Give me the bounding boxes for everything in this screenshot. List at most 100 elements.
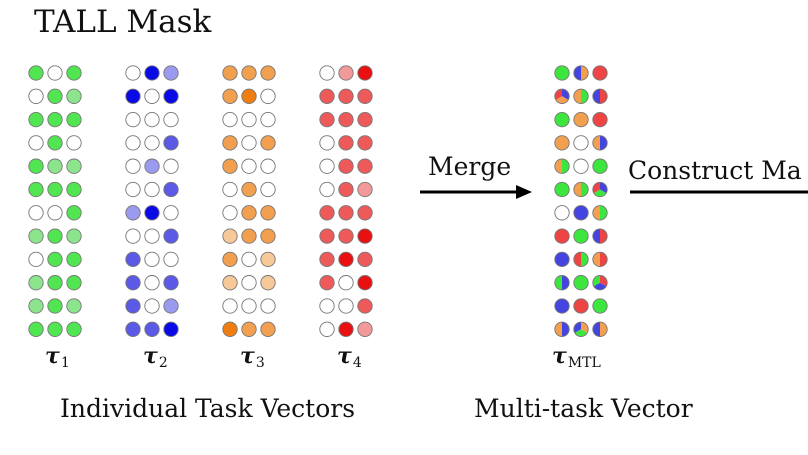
task-vector-2-cell [144, 275, 160, 291]
task-vector-4-label: τ4 [337, 343, 362, 371]
task-vector-3-cell [222, 298, 238, 314]
task-vector-4-cell [357, 111, 373, 128]
task-vector-1-cell [47, 88, 63, 104]
task-vector-3-cell [222, 275, 238, 291]
task-vector-3-cell [260, 181, 276, 198]
multitask-vector-cell [573, 205, 589, 221]
task-vector-4-cell [319, 135, 335, 151]
task-vector-3-cell [260, 65, 276, 81]
arrows-group [420, 185, 808, 199]
multitask-vector-cell [573, 111, 589, 128]
task-vector-4-cell [319, 158, 335, 174]
task-vector-4-cell [338, 88, 354, 104]
task-vector-2-cell [163, 205, 179, 221]
task-vector-1-cell [47, 251, 63, 268]
task-vector-4-cell [357, 205, 373, 221]
task-vector-3-cell [260, 298, 276, 314]
task-vector-3-cell [241, 111, 257, 128]
task-vector-1-cell [47, 181, 63, 198]
task-vector-3-cell [241, 135, 257, 151]
task-vector-2-label: τ2 [143, 343, 168, 371]
task-vector-3-cell [241, 275, 257, 291]
task-vector-1-cell [66, 205, 82, 221]
task-vector-1-cell [66, 275, 82, 291]
multitask-vector-cell [592, 181, 608, 198]
task-vector-4-cell [357, 251, 373, 268]
multitask-vector-cell [573, 135, 589, 151]
task-vector-2-cell [144, 228, 160, 244]
multi-task-vector-caption: Multi-task Vector [474, 394, 693, 423]
individual-task-vectors-caption: Individual Task Vectors [60, 394, 356, 423]
task-vector-4-cell [319, 205, 335, 221]
merge-label: Merge [428, 152, 512, 181]
task-vector-4-cell [338, 181, 354, 198]
task-vector-2-cell [125, 111, 141, 128]
task-vector-1-cell [28, 111, 44, 128]
task-vector-2-cell [163, 135, 179, 151]
task-vector-1-cell [66, 158, 82, 174]
task-vector-3-cell [241, 181, 257, 198]
multitask-vector-cell [573, 251, 589, 268]
task-vector-3-cell [222, 205, 238, 221]
task-vector-4-cell [357, 321, 373, 337]
task-vector-3-cell [222, 111, 238, 128]
task-vector-1-cell [66, 228, 82, 244]
task-vector-2-cell [163, 88, 179, 104]
task-vector-4-cell [338, 111, 354, 128]
task-vector-2-cell [125, 251, 141, 268]
task-vector-4-cell [319, 181, 335, 198]
task-vector-2-cell [163, 321, 179, 337]
task-vector-2-cell [125, 88, 141, 104]
task-vector-2-cell [125, 205, 141, 221]
multitask-vector-cell [592, 111, 608, 128]
multitask-vector-cell [573, 65, 589, 81]
task-vector-1-cell [28, 298, 44, 314]
task-vector-4-cell [319, 88, 335, 104]
task-vector-2-cell [144, 321, 160, 337]
task-vector-4-cell [357, 275, 373, 291]
task-vector-4-cell [338, 251, 354, 268]
task-vector-4-cell [338, 65, 354, 81]
task-vector-3-cell [222, 228, 238, 244]
task-vector-4-cell [338, 158, 354, 174]
multitask-vector-cell [592, 251, 608, 268]
task-vector-3-cell [222, 135, 238, 151]
task-vector-1-cell [28, 321, 44, 337]
task-vector-4-cell [357, 298, 373, 314]
task-vector-2-cell [125, 228, 141, 244]
multitask-vector-cell [554, 158, 570, 174]
task-vector-3-cell [260, 321, 276, 337]
task-vector-1-grid [28, 65, 82, 337]
multitask-vector-cell [592, 321, 608, 337]
multitask-vector-cell [554, 321, 570, 337]
task-vector-2-cell [144, 135, 160, 151]
task-vector-3-cell [241, 321, 257, 337]
task-vector-4-grid [319, 65, 373, 337]
multitask-vector-cell [554, 205, 570, 221]
task-vector-2-cell [125, 275, 141, 291]
task-vector-2-cell [125, 135, 141, 151]
task-vector-3-cell [222, 158, 238, 174]
task-vector-2-cell [125, 65, 141, 81]
task-vector-4-cell [319, 321, 335, 337]
task-vector-1-cell [28, 205, 44, 221]
task-vector-1-cell [66, 298, 82, 314]
task-vector-1-cell [47, 111, 63, 128]
multitask-vector-cell [554, 298, 570, 314]
task-vector-3-cell [260, 275, 276, 291]
task-vector-2-cell [144, 298, 160, 314]
task-vector-3-cell [222, 88, 238, 104]
task-vector-1-cell [66, 135, 82, 151]
task-vector-3-cell [241, 88, 257, 104]
task-vector-1-cell [28, 228, 44, 244]
task-vector-2-cell [125, 298, 141, 314]
multitask-vector-cell [554, 65, 570, 81]
task-vector-2-cell [144, 65, 160, 81]
multitask-vector-cell [573, 228, 589, 244]
task-vector-4-cell [357, 88, 373, 104]
task-vector-1-cell [28, 65, 44, 81]
task-vector-1-cell [47, 158, 63, 174]
task-vector-4-cell [319, 111, 335, 128]
task-vector-3-cell [260, 205, 276, 221]
task-vector-3-cell [222, 65, 238, 81]
